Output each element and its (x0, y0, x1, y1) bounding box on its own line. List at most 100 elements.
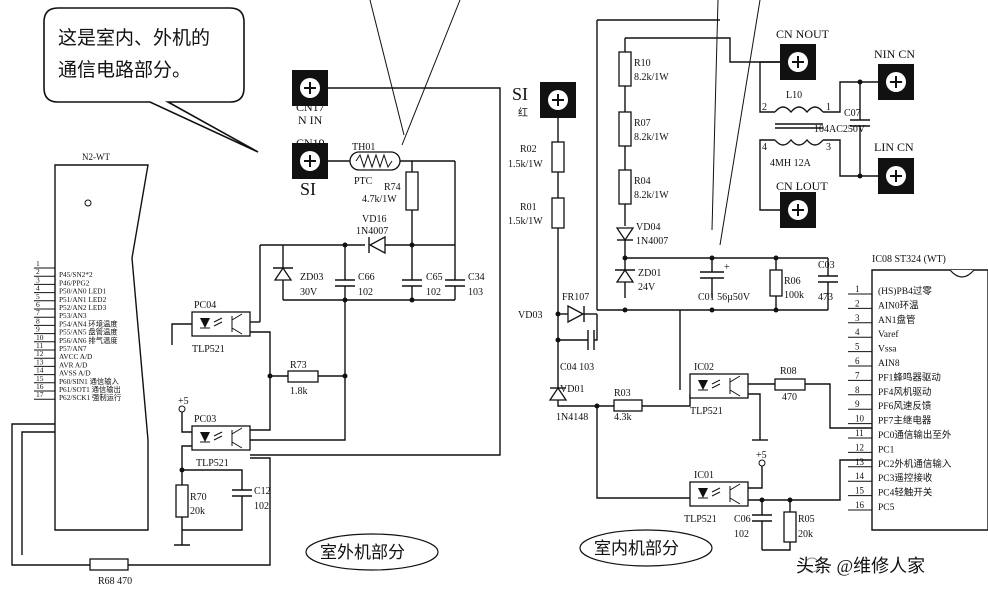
c65-value: 102 (426, 287, 441, 298)
r01-label: R01 (520, 202, 537, 213)
resistor-r03 (613, 399, 643, 412)
c01-label: C01 56µ50V (698, 292, 751, 303)
c06-label: C06 (734, 514, 751, 525)
pointer-line (711, 0, 719, 231)
pin-number: 12 (855, 442, 864, 452)
pointer-line (401, 0, 461, 146)
resistor-r74 (405, 171, 419, 211)
pin-name: PF7主继电器 (878, 415, 932, 427)
pin-number: 7 (36, 308, 40, 317)
vd04-label: VD04 (636, 222, 660, 233)
c12-value: 102 (254, 501, 269, 512)
r06-value: 100k (784, 290, 804, 301)
c03-label: C03 (818, 260, 835, 271)
capacitor-c65 (402, 245, 422, 300)
pin-name: P60/SIN1 通信输入 (59, 377, 120, 386)
r74-value: 4.7k/1W (362, 194, 397, 205)
pin-number: 9 (855, 399, 860, 409)
zd03-label: ZD03 (300, 272, 323, 283)
capacitor-c34 (445, 161, 465, 300)
si-label: SI (300, 179, 316, 199)
pin-number: 10 (855, 414, 865, 424)
pin-number: 1 (36, 259, 40, 268)
pin-name: AIN0环温 (878, 300, 919, 311)
pin-name: P53/AN3 (59, 311, 87, 320)
connector-lin-cn (878, 158, 914, 194)
optocoupler-ic02 (689, 373, 749, 399)
vd04-value: 1N4007 (636, 236, 668, 247)
vd01-value: 1N4148 (556, 412, 588, 423)
pin-number: 15 (36, 374, 44, 383)
pin-number: 4 (36, 284, 40, 293)
pin-name: P51/AN1 LED2 (59, 295, 107, 304)
choke-l10 (774, 106, 824, 146)
plus5-indoor: +5 (756, 450, 767, 461)
r73-label: R73 (290, 360, 307, 371)
pin-number: 8 (855, 385, 860, 395)
resistor-r68 (89, 558, 129, 571)
resistor-r06 (769, 269, 783, 297)
pin-number: 4 (855, 327, 860, 337)
r04-label: R04 (634, 176, 651, 187)
vd16-label: VD16 (362, 214, 386, 225)
pin-number: 13 (855, 457, 865, 467)
pin-name: PF4风机驱动 (878, 386, 931, 398)
pin-name: P46/PPG2 (59, 278, 90, 287)
c12-label: C12 (254, 486, 271, 497)
pin-number: 16 (855, 500, 865, 510)
pin-name: P56/AN6 排气温度 (59, 336, 118, 345)
connector-cn-nout (780, 44, 816, 80)
pin-number: 5 (855, 342, 860, 352)
pin-number: 16 (36, 382, 44, 391)
c06-value: 102 (734, 529, 749, 540)
resistor-r05 (783, 511, 797, 543)
zd01-value: 24V (638, 282, 656, 293)
cn-lout-label: CN LOUT (776, 179, 828, 193)
vd03-label: VD03 (518, 310, 542, 321)
pin-name: (HS)PB4过零 (878, 285, 932, 297)
pin-number: 17 (36, 390, 44, 399)
r08-value: 470 (782, 392, 797, 403)
r03-value: 4.3k (614, 412, 632, 423)
optocoupler-pc04 (191, 311, 251, 337)
pin-1-label: 1 (826, 102, 831, 113)
indoor-section-label: 室内机部分 (594, 539, 679, 558)
r07-label: R07 (634, 118, 651, 129)
pin-name: P62/SCK1 强制运行 (59, 393, 121, 402)
c66-value: 102 (358, 287, 373, 298)
resistor-r08 (774, 378, 806, 391)
pin-number: 7 (855, 370, 860, 380)
nin-cn-label: NIN CN (874, 47, 915, 61)
r07-value: 8.2k/1W (634, 132, 669, 143)
pointer-line (719, 0, 761, 246)
c34-value: 103 (468, 287, 483, 298)
pin-number: 15 (855, 486, 865, 496)
l10-label: L10 (786, 90, 802, 101)
fr107-label: FR107 (562, 292, 589, 303)
pin-number: 6 (36, 300, 40, 309)
c66-label: C66 (358, 272, 375, 283)
pin-name: Vssa (878, 345, 897, 355)
r05-label: R05 (798, 514, 815, 525)
th01-label: TH01 (352, 142, 375, 153)
capacitor-c01 (700, 258, 724, 298)
watermark: 头条 @维修人家 (796, 556, 925, 576)
capacitor-c66 (335, 245, 355, 300)
nin-label: N IN (298, 113, 323, 127)
ic-n2-wt: N2-WT (54, 152, 149, 531)
pin-number: 3 (36, 275, 40, 284)
pointer-line (369, 0, 405, 136)
zd03-value: 30V (300, 287, 318, 298)
pc04-part: TLP521 (192, 344, 225, 355)
r02-value: 1.5k/1W (508, 159, 543, 170)
pin-number: 12 (36, 349, 44, 358)
pin-name: AIN8 (878, 359, 900, 369)
zener-zd03 (273, 266, 293, 281)
pin-number: 3 (855, 313, 860, 323)
pc03-part: TLP521 (196, 458, 229, 469)
pin-name: P45/SN2*2 (59, 270, 93, 279)
callout-line-2: 通信电路部分。 (58, 59, 191, 81)
pin-name: PF6风速反馈 (878, 400, 932, 412)
r70-value: 20k (190, 506, 205, 517)
